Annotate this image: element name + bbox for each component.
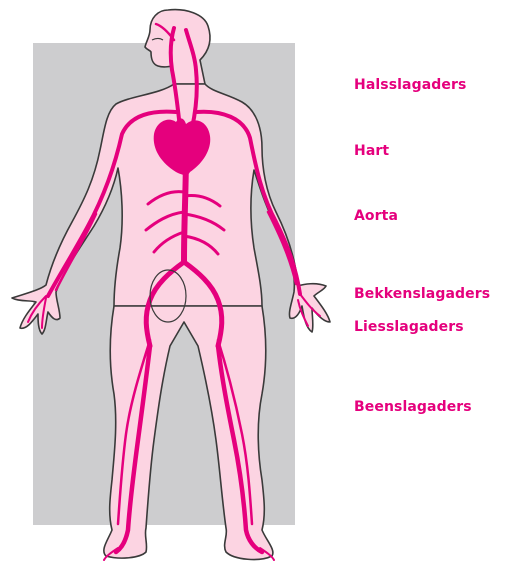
label-liesslagaders: Liesslagaders xyxy=(354,318,464,336)
label-hart: Hart xyxy=(354,142,389,160)
label-bekkenslagaders: Bekkenslagaders xyxy=(354,285,490,303)
label-beenslagaders: Beenslagaders xyxy=(354,398,472,416)
label-aorta: Aorta xyxy=(354,207,398,225)
label-halsslagaders: Halsslagaders xyxy=(354,76,466,94)
